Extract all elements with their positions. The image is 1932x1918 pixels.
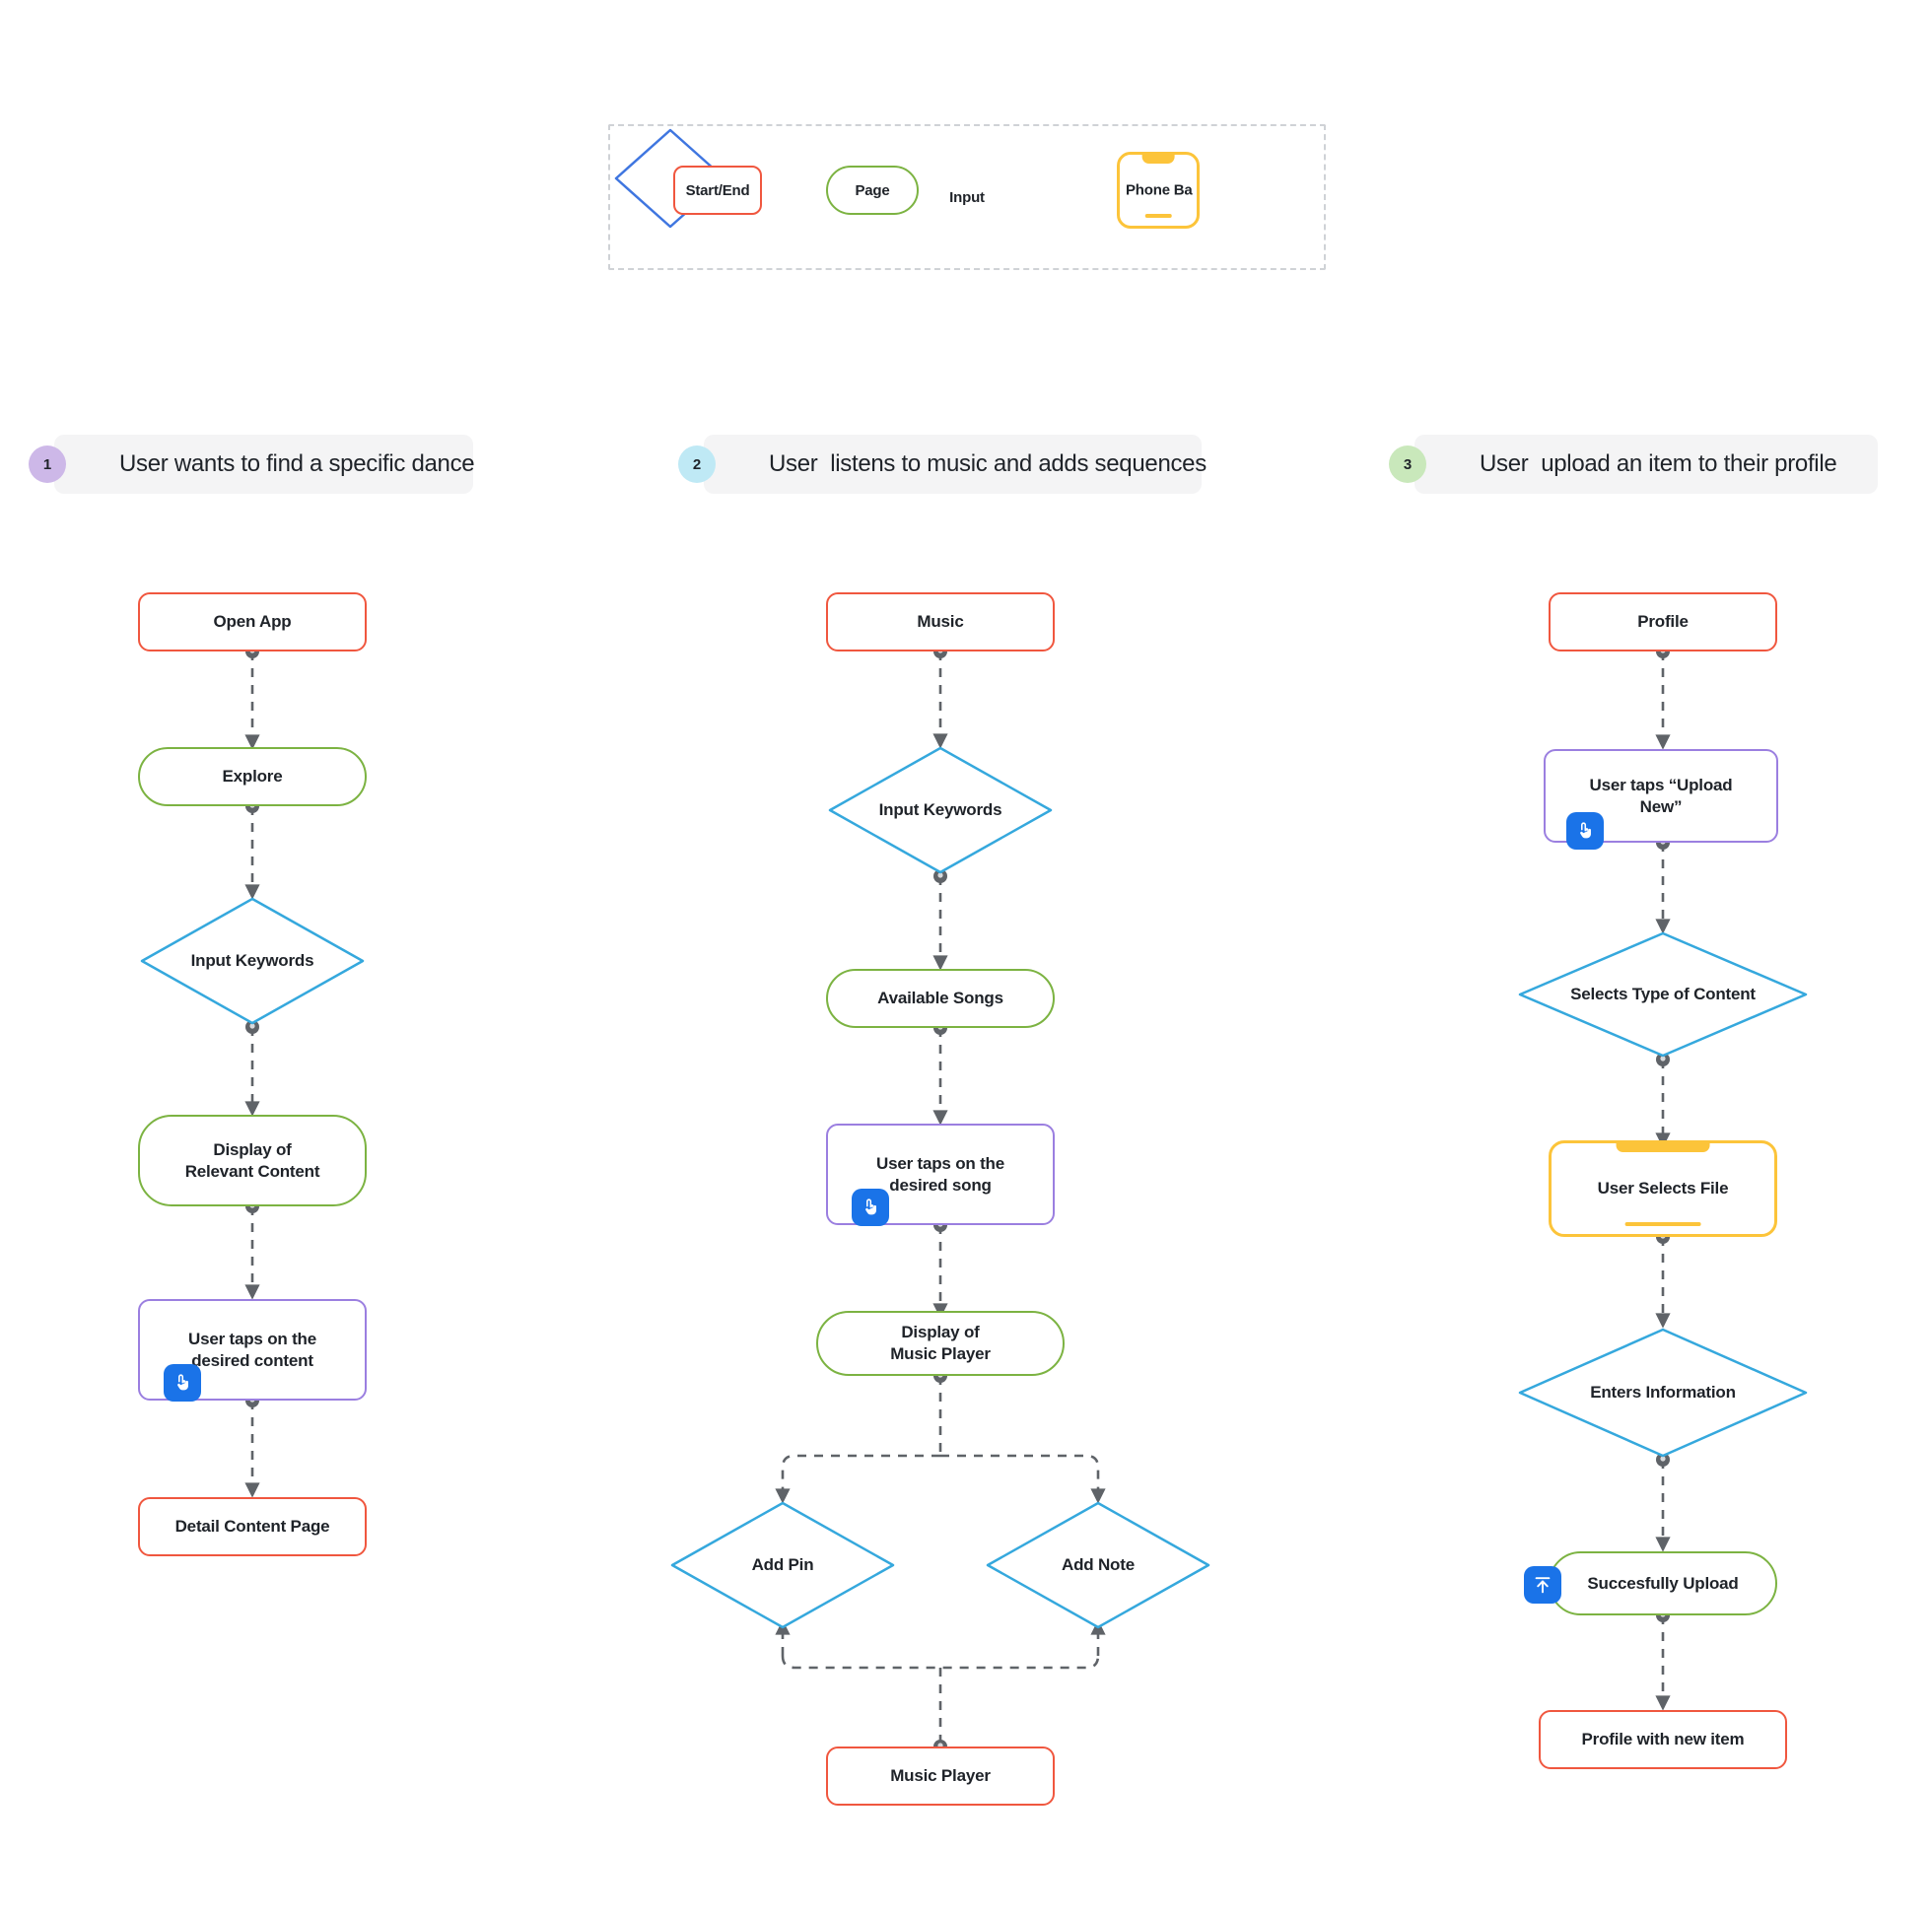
node-label: Available Songs bbox=[877, 989, 1003, 1008]
node-explore[interactable]: Explore bbox=[138, 747, 367, 806]
node-music[interactable]: Music bbox=[826, 592, 1055, 651]
tap-glyph-icon bbox=[865, 1199, 876, 1215]
section-header-3: 3 User upload an item to their profile bbox=[1389, 435, 1878, 494]
node-label: Profile bbox=[1637, 612, 1689, 632]
legend-panel: Start/End Page Input Phone Ba bbox=[608, 124, 1326, 270]
phone-notch-icon bbox=[1616, 1143, 1710, 1152]
section-badge-1: 1 bbox=[29, 445, 66, 483]
diamond-icon bbox=[828, 746, 1053, 874]
tap-icon bbox=[852, 1189, 889, 1226]
tap-glyph-icon bbox=[1580, 822, 1591, 839]
node-label: User taps “Upload New” bbox=[1589, 775, 1733, 816]
legend-item-input: Input bbox=[610, 126, 985, 231]
node-label: User taps on the desired content bbox=[188, 1329, 316, 1370]
node-user-taps-desired-song[interactable]: User taps on the desired song bbox=[826, 1124, 1055, 1225]
node-input-keywords-2[interactable]: Input Keywords bbox=[826, 744, 1055, 876]
section-title-1: User wants to find a specific dance bbox=[119, 450, 475, 477]
node-profile[interactable]: Profile bbox=[1549, 592, 1777, 651]
node-display-relevant-content[interactable]: Display of Relevant Content bbox=[138, 1115, 367, 1206]
node-label: Music bbox=[917, 612, 964, 632]
node-label: User Selects File bbox=[1597, 1179, 1729, 1199]
node-label: Open App bbox=[213, 612, 292, 632]
node-add-note[interactable]: Add Note bbox=[984, 1499, 1212, 1631]
node-label: Detail Content Page bbox=[174, 1517, 330, 1537]
phone-notch-icon bbox=[1141, 155, 1175, 164]
phone-home-indicator-icon bbox=[1624, 1222, 1701, 1226]
node-profile-with-new-item[interactable]: Profile with new item bbox=[1539, 1710, 1787, 1769]
node-label: Input Keywords bbox=[878, 800, 1002, 819]
node-label: Display of Music Player bbox=[890, 1323, 991, 1363]
legend-label-page: Page bbox=[855, 181, 890, 199]
node-enters-information[interactable]: Enters Information bbox=[1516, 1326, 1810, 1460]
upload-glyph-icon bbox=[1535, 1577, 1551, 1594]
node-label: Explore bbox=[222, 767, 283, 787]
node-label: Profile with new item bbox=[1581, 1730, 1745, 1749]
node-add-pin[interactable]: Add Pin bbox=[668, 1499, 897, 1631]
legend-item-start-end: Start/End bbox=[673, 166, 762, 215]
section-badge-3: 3 bbox=[1389, 445, 1426, 483]
node-label: User taps on the desired song bbox=[876, 1153, 1004, 1195]
node-label: Music Player bbox=[890, 1766, 991, 1786]
edge-merge-bar bbox=[781, 1655, 1100, 1670]
legend-label-input: Input bbox=[949, 188, 985, 206]
node-label: Display of Relevant Content bbox=[184, 1139, 320, 1181]
node-selects-type-of-content[interactable]: Selects Type of Content bbox=[1516, 929, 1810, 1060]
node-user-selects-file[interactable]: User Selects File bbox=[1549, 1140, 1777, 1237]
legend-item-phone-bar: Phone Ba bbox=[1117, 152, 1200, 229]
diamond-icon bbox=[140, 897, 365, 1025]
tap-icon bbox=[164, 1364, 201, 1402]
diamond-icon bbox=[670, 1501, 895, 1629]
node-label: Enters Information bbox=[1590, 1383, 1736, 1402]
node-open-app[interactable]: Open App bbox=[138, 592, 367, 651]
section-badge-2: 2 bbox=[678, 445, 716, 483]
diamond-icon bbox=[986, 1501, 1210, 1629]
node-music-player[interactable]: Music Player bbox=[826, 1747, 1055, 1806]
legend-label-start-end: Start/End bbox=[685, 181, 750, 199]
node-label: Input Keywords bbox=[190, 951, 314, 970]
node-available-songs[interactable]: Available Songs bbox=[826, 969, 1055, 1028]
edge-f2n5-f2n7 bbox=[940, 1454, 1106, 1504]
diamond-icon bbox=[1518, 1328, 1808, 1458]
node-label: Succesfully Upload bbox=[1587, 1573, 1739, 1593]
legend-item-page: Page bbox=[826, 166, 919, 215]
diamond-icon bbox=[1518, 931, 1808, 1058]
node-label: Selects Type of Content bbox=[1570, 985, 1756, 1003]
tap-glyph-icon bbox=[177, 1374, 188, 1391]
phone-home-indicator-icon bbox=[1144, 214, 1172, 218]
tap-icon bbox=[1566, 812, 1604, 850]
upload-icon bbox=[1524, 1566, 1561, 1604]
node-label: Add Note bbox=[1062, 1555, 1135, 1574]
section-header-1: 1 User wants to find a specific dance bbox=[29, 435, 475, 494]
node-input-keywords-1[interactable]: Input Keywords bbox=[138, 895, 367, 1027]
node-display-music-player[interactable]: Display of Music Player bbox=[816, 1311, 1065, 1376]
edge-f2n5-f2n6 bbox=[775, 1454, 940, 1504]
node-label: Add Pin bbox=[751, 1555, 814, 1574]
node-successfully-upload[interactable]: Succesfully Upload bbox=[1549, 1551, 1777, 1615]
section-title-2: User listens to music and adds sequences bbox=[769, 450, 1207, 477]
legend-label-phone-bar: Phone Ba bbox=[1126, 181, 1193, 199]
node-detail-content-page[interactable]: Detail Content Page bbox=[138, 1497, 367, 1556]
section-header-2: 2 User listens to music and adds sequenc… bbox=[678, 435, 1207, 494]
section-title-3: User upload an item to their profile bbox=[1480, 450, 1837, 477]
